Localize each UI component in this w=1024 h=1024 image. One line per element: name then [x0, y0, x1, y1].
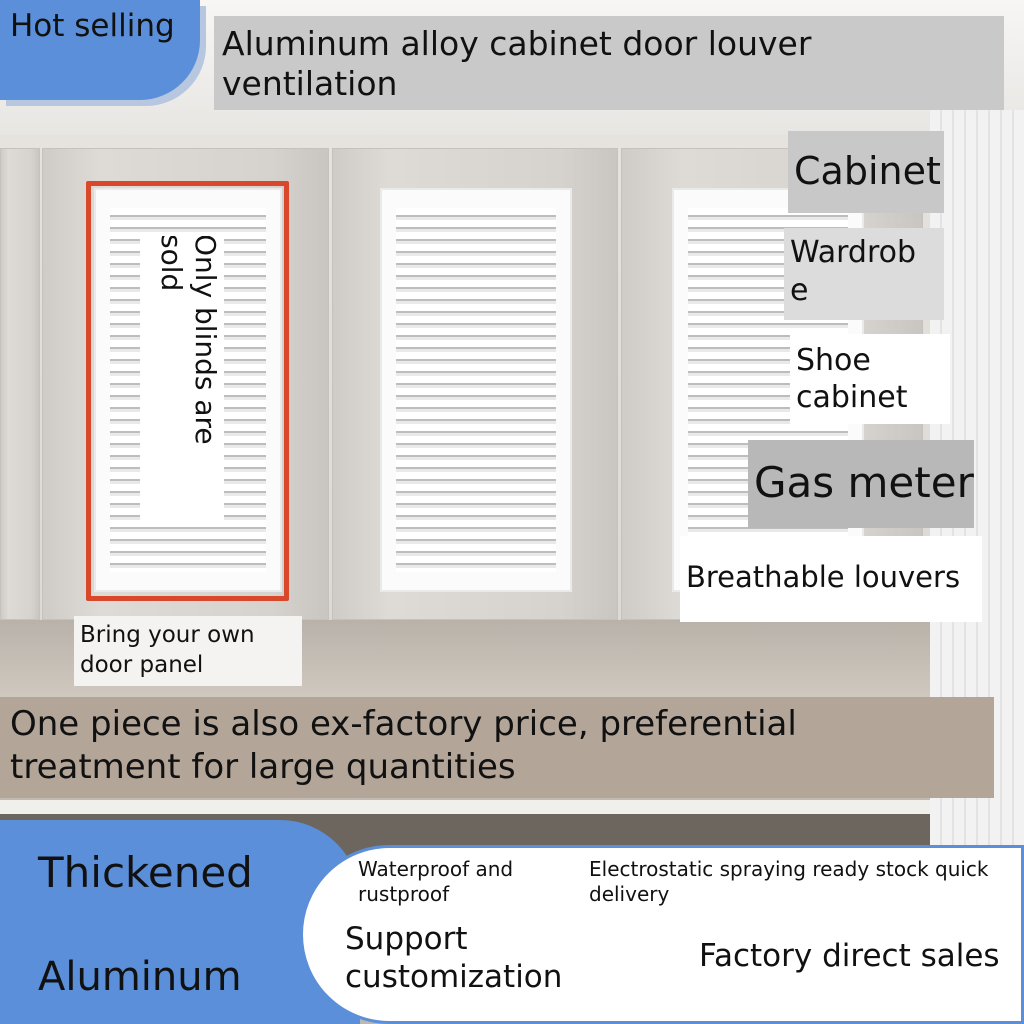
page-title: Aluminum alloy cabinet door louver venti… [222, 24, 812, 103]
shoe-cabinet-label-box: Shoe cabinet [790, 334, 950, 424]
title-box: Aluminum alloy cabinet door louver venti… [214, 16, 1004, 110]
cabinet-label-box: Cabinet [788, 131, 944, 213]
cabinet-label: Cabinet [794, 149, 941, 193]
price-banner: One piece is also ex-factory price, pref… [0, 697, 994, 798]
thickened-label: Thickened [38, 848, 253, 897]
shoe-cabinet-label: Shoe cabinet [796, 343, 908, 415]
gas-meter-label: Gas meter [754, 458, 974, 507]
hot-selling-text: Hot selling [10, 8, 175, 44]
louver-panel-2 [380, 188, 572, 592]
shelf-ledge [0, 800, 930, 814]
own-panel-note-box: Bring your own door panel [74, 616, 302, 686]
factory-label: Factory direct sales [699, 938, 1000, 974]
gas-meter-label-box: Gas meter [748, 440, 974, 528]
feature-panel-white: Waterproof and rustproof Electrostatic s… [300, 845, 1024, 1024]
highlight-frame [86, 181, 289, 601]
hot-selling-badge: Hot selling [0, 0, 200, 100]
aluminum-label: Aluminum [38, 954, 242, 1000]
waterproof-label: Waterproof and rustproof [358, 857, 514, 906]
breathable-label: Breathable louvers [686, 560, 961, 594]
only-blinds-note-box: Only blinds are sold [140, 236, 224, 524]
electrostatic-label: Electrostatic spraying ready stock quick… [589, 857, 989, 906]
breathable-label-box: Breathable louvers [680, 536, 982, 622]
customization-label: Support customization [345, 921, 563, 995]
wardrobe-label: Wardrobe [790, 235, 917, 308]
own-panel-note: Bring your own door panel [80, 622, 255, 678]
price-banner-text: One piece is also ex-factory price, pref… [10, 704, 797, 787]
cabinet-door-left-edge [0, 148, 40, 620]
only-blinds-note: Only blinds are sold [155, 236, 222, 445]
wardrobe-label-box: Wardrobe [784, 228, 944, 320]
